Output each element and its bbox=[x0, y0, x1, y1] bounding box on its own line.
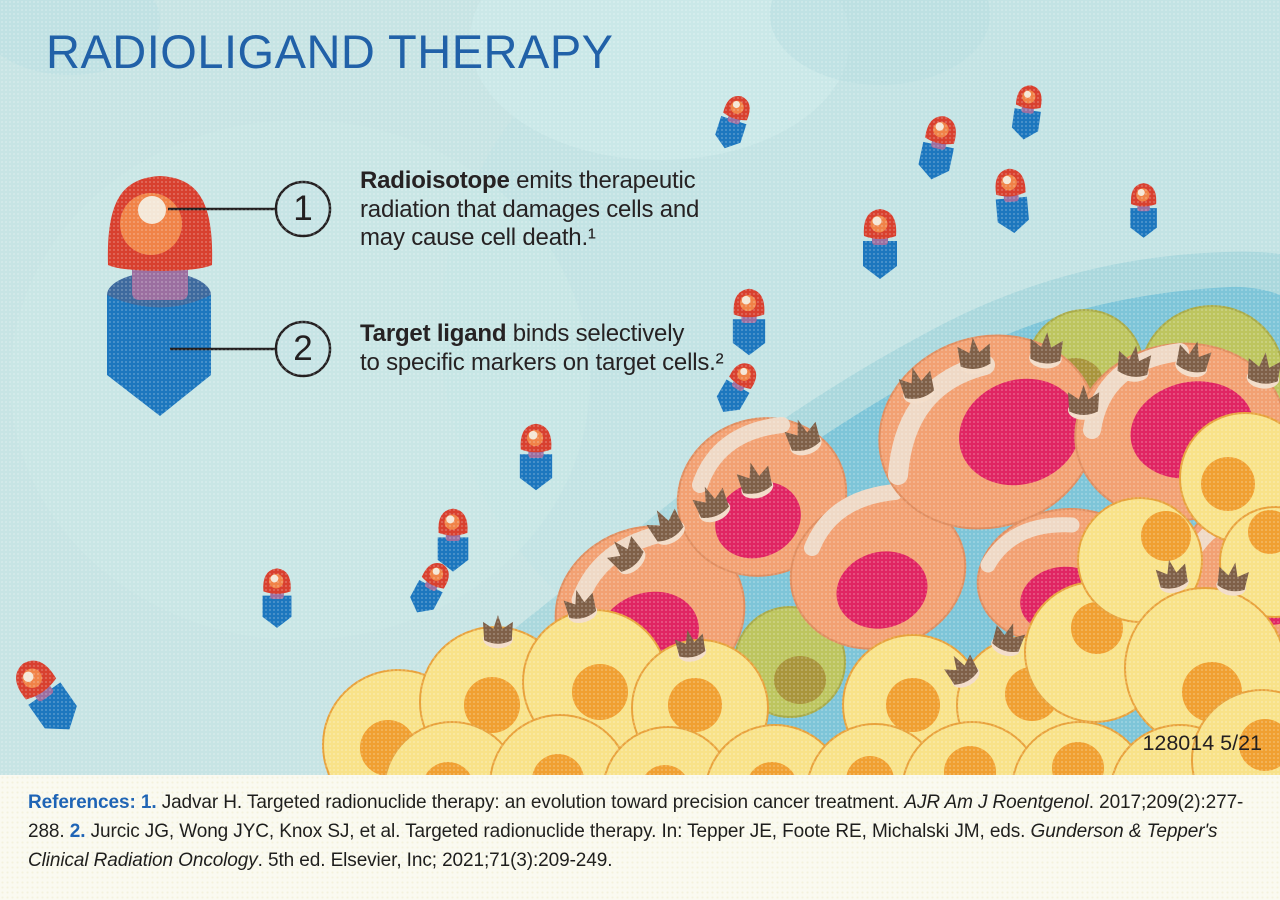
references-label: References: bbox=[28, 792, 141, 813]
callout-2-number: 2 bbox=[293, 329, 313, 368]
target-ligand-body bbox=[107, 295, 211, 416]
callout-2-lead: Target ligand bbox=[360, 320, 507, 347]
radioligand-icon bbox=[1130, 183, 1157, 238]
radioisotope-core bbox=[120, 193, 182, 255]
job-code: 128014 5/21 bbox=[1142, 731, 1262, 755]
callout-lines bbox=[168, 180, 332, 378]
references-text: References: 1. Jadvar H. Targeted radion… bbox=[28, 792, 1244, 871]
page-title: RADIOLIGAND THERAPY bbox=[46, 25, 614, 78]
callout-2-circle bbox=[274, 320, 332, 378]
tumor-cell bbox=[878, 334, 1098, 530]
radioligand-icon bbox=[863, 209, 897, 279]
radioisotope-highlight bbox=[138, 196, 166, 224]
tumor-cell bbox=[789, 484, 967, 650]
radioligand-icon bbox=[732, 288, 766, 356]
radioligand-icon bbox=[519, 423, 553, 491]
radioligand-diagram bbox=[107, 176, 213, 416]
radioligand-icon bbox=[7, 652, 86, 741]
callout-1-circle bbox=[274, 180, 332, 238]
reference-1-number: 1. bbox=[140, 792, 157, 813]
reference-2-number: 2. bbox=[69, 821, 86, 842]
callout-1-text: Radioisotope emits therapeutic radiation… bbox=[360, 167, 700, 251]
references-footer: References: 1. Jadvar H. Targeted radion… bbox=[0, 775, 1280, 900]
callout-1-number: 1 bbox=[293, 189, 313, 228]
callout-1-lead: Radioisotope bbox=[360, 167, 510, 194]
callout-2-text: Target ligand binds selectively to speci… bbox=[360, 320, 724, 376]
radioligand-icon bbox=[437, 508, 469, 572]
radioligand-icon bbox=[262, 568, 292, 628]
